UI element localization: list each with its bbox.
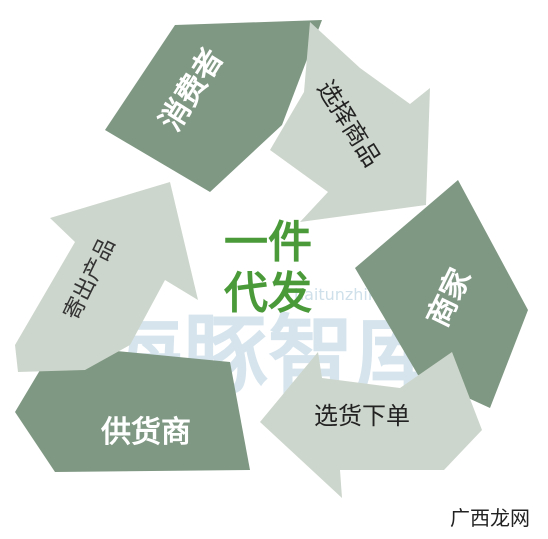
center-title-line2: 代发 [223, 268, 312, 319]
label-supplier: 供货商 [100, 415, 191, 450]
arrow-place-order [260, 352, 482, 498]
arrow-choose-product [270, 22, 430, 222]
segment-supplier [15, 345, 250, 472]
segment-merchant [355, 180, 528, 408]
center-title-line1: 一件 [224, 217, 312, 268]
arrow-ship-product [15, 182, 198, 372]
corner-credit: 广西龙网 [450, 506, 530, 530]
segment-consumer [105, 20, 322, 192]
label-place-order: 选货下单 [314, 402, 410, 430]
